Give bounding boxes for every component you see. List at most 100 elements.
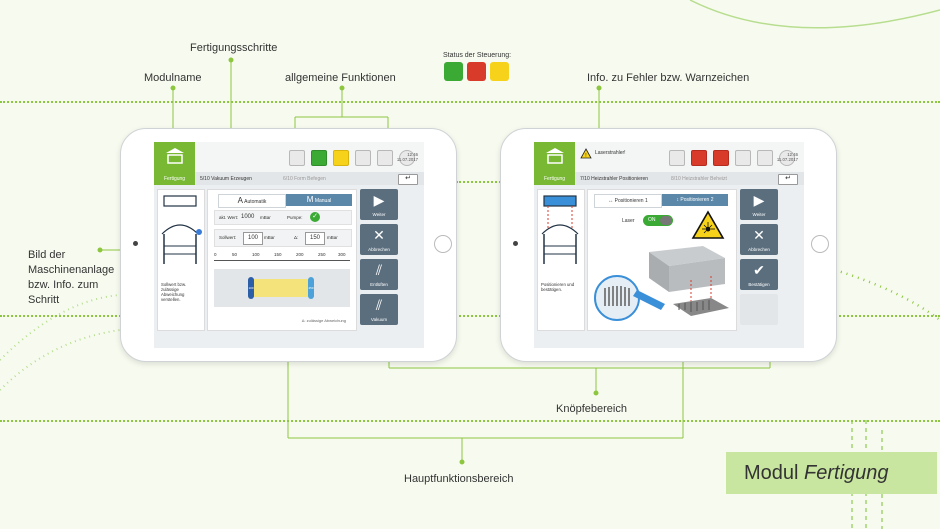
button-label: Entlüften <box>370 282 388 287</box>
button-label: Weiter <box>372 212 386 217</box>
tab-letter: ↔ <box>608 198 614 204</box>
home-icon[interactable] <box>669 150 685 166</box>
laser-toggle[interactable]: ON <box>643 215 673 226</box>
actual-value-row: akt. Wert: 1000 mBar Pumpe: ✓ <box>214 210 352 225</box>
status-yellow-icon <box>490 62 509 81</box>
scale-tick: 100 <box>252 252 260 257</box>
step-next: 8/10 Heizstrahler Beheizt <box>671 175 727 182</box>
list-icon[interactable] <box>377 150 393 166</box>
step-current: 5/10 Vakuum Erzeugen <box>200 175 252 182</box>
pump-label: Pumpe: <box>287 215 303 220</box>
module-tile[interactable]: Fertigung <box>534 142 575 185</box>
scale-axis <box>214 260 350 261</box>
scale-tick: 200 <box>296 252 304 257</box>
vent-icon: ⫽ <box>375 262 383 278</box>
tab-label: Automatik <box>244 199 267 205</box>
home-button[interactable] <box>811 235 829 253</box>
step-next: 6/10 Form Befegen <box>283 175 326 182</box>
home-button[interactable] <box>434 235 452 253</box>
list-icon[interactable] <box>757 150 773 166</box>
info-icon[interactable] <box>779 150 795 166</box>
keyboard-icon[interactable] <box>355 150 371 166</box>
callout-machine-image-line: bzw. Info. zum <box>28 279 99 291</box>
tab-position-2[interactable]: ↕ Positionieren 2 <box>662 194 728 206</box>
gauge: 100 250 <box>214 269 350 307</box>
status-green-icon <box>444 62 463 81</box>
clock-date: 11.07.2017 <box>776 157 798 162</box>
machine-3d-illustration <box>594 246 729 321</box>
guide-line-top <box>0 101 940 103</box>
check-icon: ✓ <box>310 212 320 222</box>
machine-icon <box>541 195 579 264</box>
tab-letter: ↕ <box>676 197 680 203</box>
power-icon[interactable] <box>691 150 707 166</box>
home-icon[interactable] <box>289 150 305 166</box>
step-bar: 5/10 Vakuum Erzeugen 6/10 Form Befegen ↵ <box>195 172 424 185</box>
tab-letter: M <box>306 195 314 204</box>
back-button[interactable]: ↵ <box>398 174 418 185</box>
vent-button[interactable]: ⫽ Entlüften <box>360 259 398 290</box>
guide-line-bottom <box>0 420 940 422</box>
keyboard-icon[interactable] <box>735 150 751 166</box>
cancel-button[interactable]: ✕Abbrechen <box>740 224 778 255</box>
button-label: Bestätigen <box>748 282 770 287</box>
tolerance-band <box>252 279 312 297</box>
callout-buttons-area: Knöpfebereich <box>556 403 627 415</box>
slider-handle-left[interactable]: 100 <box>248 277 254 299</box>
actual-value: 1000 <box>241 214 255 220</box>
tab-label: Positionieren 1 <box>614 198 648 204</box>
camera-icon <box>513 241 518 246</box>
scale-tick: 300 <box>338 252 346 257</box>
callout-module-name: Modulname <box>144 72 202 84</box>
left-info-panel: Sollwert bzw. zulässige Abweichung verst… <box>157 189 205 331</box>
clock-time: 12:46 <box>407 152 418 157</box>
factory-icon <box>165 148 184 164</box>
module-banner-name: Fertigung <box>804 462 889 484</box>
clock-date: 11.07.2017 <box>396 157 418 162</box>
delta-unit: mBar <box>327 235 338 240</box>
next-button[interactable]: ▶Weiter <box>360 189 398 220</box>
back-button[interactable]: ↵ <box>778 174 798 185</box>
cancel-button[interactable]: ✕Abbrechen <box>360 224 398 255</box>
callout-machine-image-line: Schritt <box>28 294 60 306</box>
callout-machine-image-line: Bild der <box>28 249 66 261</box>
status-red-icon <box>467 62 486 81</box>
empty-button-slot <box>740 294 778 325</box>
camera-icon <box>133 241 138 246</box>
module-banner-prefix: Modul <box>744 462 805 484</box>
module-label: Fertigung <box>543 176 566 182</box>
check-icon: ✔ <box>753 262 765 278</box>
step-bar: 7/10 Heizstrahler Positionieren 8/10 Hei… <box>575 172 804 185</box>
guide-line-connector <box>456 181 501 183</box>
delta-input[interactable]: 150 <box>305 232 325 245</box>
callout-error-info: Info. zu Fehler bzw. Warnzeichen <box>587 72 750 84</box>
laser-warning-icon <box>691 210 725 239</box>
tab-manual[interactable]: M Manual <box>286 194 352 206</box>
module-tile[interactable]: Fertigung <box>154 142 195 185</box>
info-icon[interactable] <box>399 150 415 166</box>
tab-position-1[interactable]: ↔ Positionieren 1 <box>594 194 662 208</box>
button-label: Weiter <box>752 212 766 217</box>
confirm-button[interactable]: ✔ Bestätigen <box>740 259 778 290</box>
module-label: Fertigung <box>163 176 186 182</box>
control-icon[interactable] <box>333 150 349 166</box>
next-button[interactable]: ▶Weiter <box>740 189 778 220</box>
setpoint-row: Sollwert: 100 mBar Δ: 150 mBar <box>214 229 352 247</box>
power-icon[interactable] <box>311 150 327 166</box>
clock-time: 12:46 <box>787 152 798 157</box>
slider-handle-right[interactable]: 250 <box>308 277 314 299</box>
svg-text:!: ! <box>585 153 586 159</box>
setpoint-input[interactable]: 100 <box>243 232 263 245</box>
guide-line-middle <box>0 315 940 317</box>
warning-icon: ! <box>580 148 592 159</box>
tab-automatik[interactable]: A Automatik <box>218 194 286 208</box>
control-icon[interactable] <box>713 150 729 166</box>
vacuum-button[interactable]: ⫽Vakuum <box>360 294 398 325</box>
warning-text: Laserstrahler! <box>595 150 626 156</box>
machine-icon <box>161 195 202 264</box>
factory-icon <box>545 148 564 164</box>
